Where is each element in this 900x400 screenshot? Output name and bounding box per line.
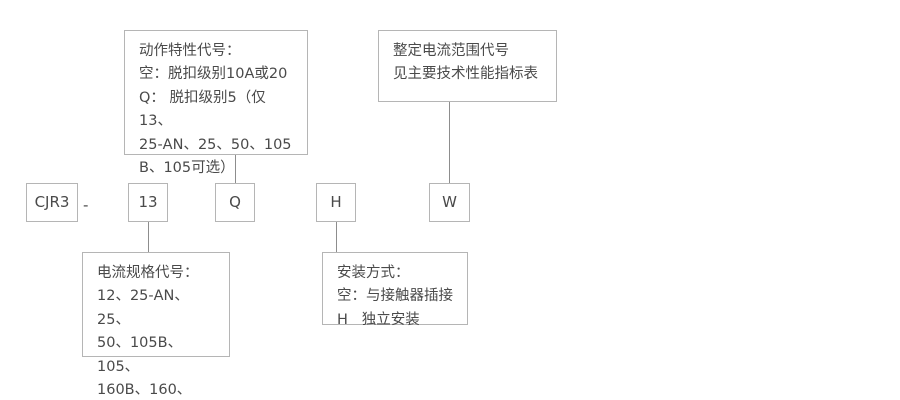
- code-box-series[interactable]: CJR3: [26, 183, 78, 222]
- code-separator: -: [83, 196, 89, 214]
- callout-mounting-note: 安装方式： 空：与接触器插接 H 独立安装: [322, 252, 468, 328]
- connector-mounting: [336, 222, 337, 252]
- code-box-current-rating[interactable]: 13: [128, 183, 168, 222]
- connector-trip-class: [235, 155, 236, 183]
- callout-current-range-note: 整定电流范围代号 见主要技术性能指标表: [378, 30, 557, 102]
- code-box-mounting[interactable]: H: [316, 183, 356, 222]
- callout-trip-class-note: 动作特性代号： 空：脱扣级别10A或20 Q： 脱扣级别5（仅13、 25-AN…: [124, 30, 308, 176]
- connector-current-range: [449, 102, 450, 183]
- connector-current-rating: [148, 222, 149, 252]
- code-box-trip-class[interactable]: Q: [215, 183, 255, 222]
- callout-current-rating-note: 电流规格代号： 12、25-AN、25、 50、105B、105、 160B、1…: [82, 252, 230, 398]
- code-box-current-range[interactable]: W: [429, 183, 470, 222]
